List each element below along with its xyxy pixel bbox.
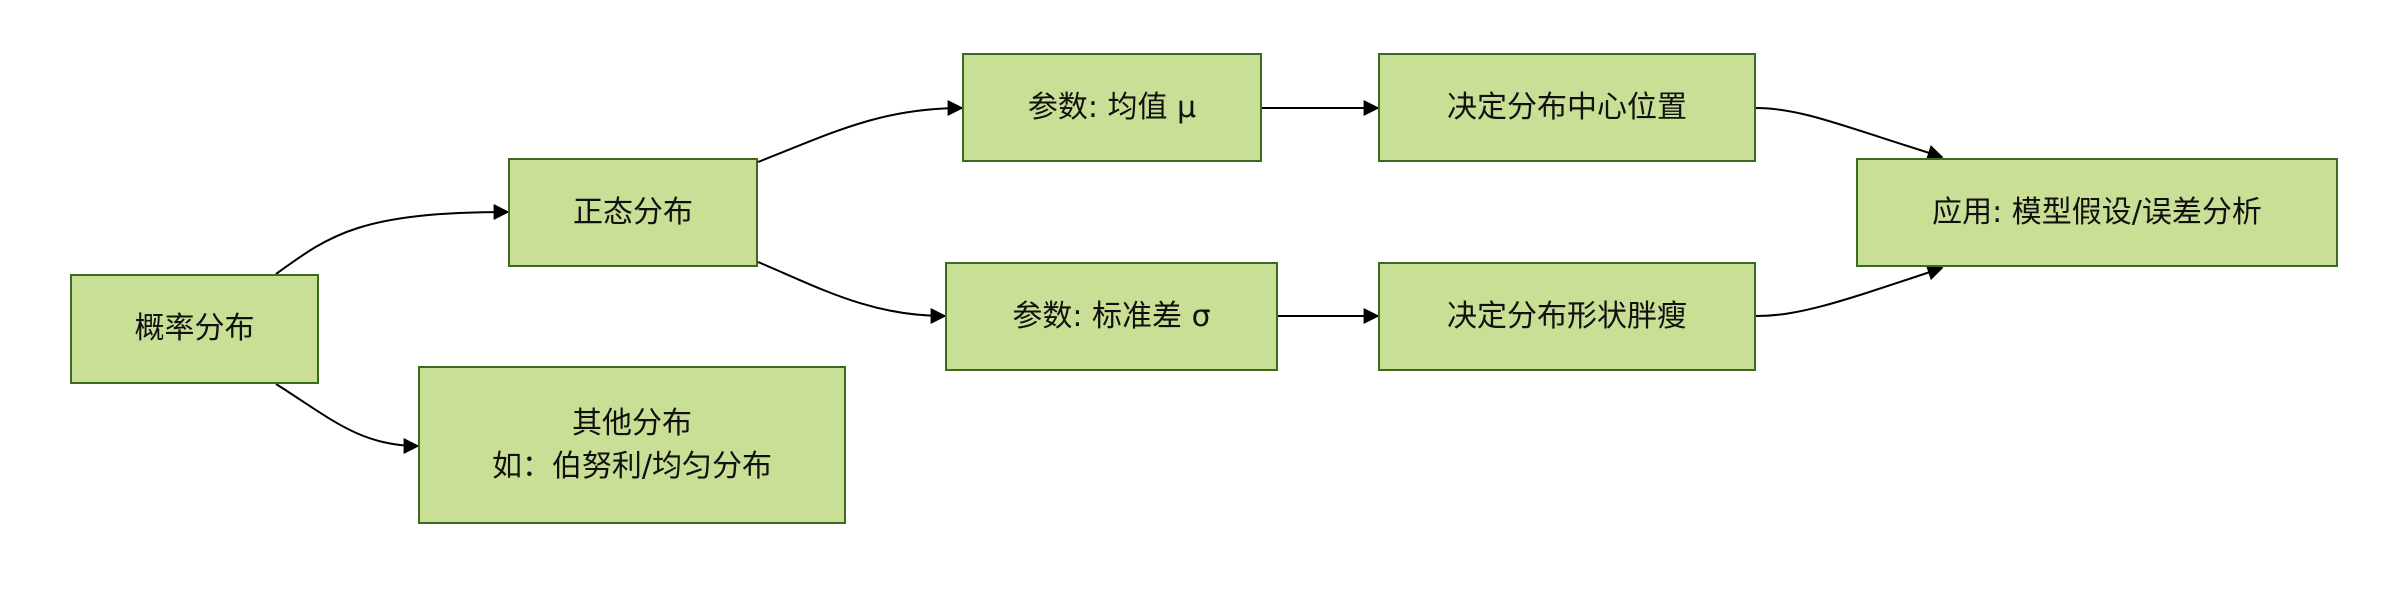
node-label-line2: 如：伯努利/均匀分布 <box>491 449 773 484</box>
edge-normal-to-std <box>757 261 947 324</box>
node-application: 应用: 模型假设/误差分析 <box>1856 158 2338 267</box>
node-label: 应用: 模型假设/误差分析 <box>1932 194 2262 230</box>
node-probability-distribution: 概率分布 <box>70 274 319 384</box>
node-label: 参数: 均值 μ <box>1027 89 1197 125</box>
node-label: 决定分布中心位置 <box>1447 89 1687 125</box>
node-label: 正态分布 <box>573 194 693 230</box>
node-center-position: 决定分布中心位置 <box>1378 53 1756 162</box>
edge-center-to-application <box>1755 107 1944 161</box>
edge-probability-to-normal <box>275 204 510 275</box>
edge-probability-to-other <box>275 383 420 454</box>
node-shape-width: 决定分布形状胖瘦 <box>1378 262 1756 371</box>
node-label: 决定分布形状胖瘦 <box>1447 298 1687 334</box>
node-label-line1: 其他分布 <box>572 405 692 441</box>
node-normal-distribution: 正态分布 <box>508 158 758 267</box>
edge-normal-to-mean <box>757 100 964 163</box>
node-other-distributions: 其他分布 如：伯努利/均匀分布 <box>418 366 846 524</box>
node-parameter-mean: 参数: 均值 μ <box>962 53 1262 162</box>
edge-shape-to-application <box>1755 264 1944 317</box>
node-label: 参数: 标准差 σ <box>1012 298 1211 334</box>
node-label: 概率分布 <box>134 311 255 347</box>
node-parameter-std: 参数: 标准差 σ <box>945 262 1278 371</box>
